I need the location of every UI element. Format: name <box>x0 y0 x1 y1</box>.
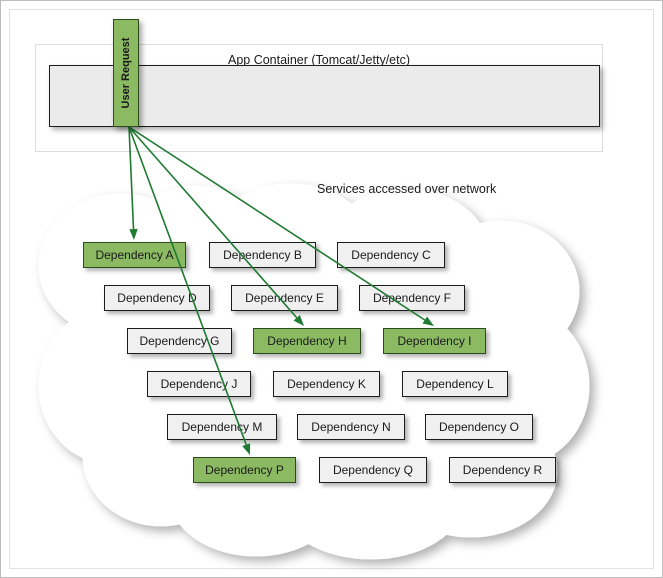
dependency-box-r[interactable]: Dependency R <box>449 457 556 483</box>
dependency-box-a[interactable]: Dependency A <box>83 242 186 268</box>
dependency-label: Dependency H <box>267 334 347 348</box>
dependency-label: Dependency F <box>372 291 452 305</box>
dependency-box-d[interactable]: Dependency D <box>104 285 210 311</box>
dependency-label: Dependency O <box>438 420 520 434</box>
dependency-box-h[interactable]: Dependency H <box>253 328 361 354</box>
dependency-label: Dependency A <box>95 248 174 262</box>
dependency-box-f[interactable]: Dependency F <box>359 285 465 311</box>
network-cloud-label: Services accessed over network <box>317 182 497 196</box>
dependency-box-p[interactable]: Dependency P <box>193 457 296 483</box>
dependency-label: Dependency E <box>245 291 324 305</box>
app-container-title: App Container (Tomcat/Jetty/etc) <box>227 53 411 67</box>
dependency-label: Dependency L <box>416 377 494 391</box>
dependency-box-b[interactable]: Dependency B <box>209 242 316 268</box>
dependency-label: Dependency G <box>139 334 220 348</box>
dependency-label: Dependency K <box>287 377 366 391</box>
dependency-label: Dependency N <box>311 420 391 434</box>
dependency-box-j[interactable]: Dependency J <box>147 371 251 397</box>
dependency-label: Dependency J <box>160 377 238 391</box>
dependency-box-m[interactable]: Dependency M <box>167 414 277 440</box>
dependency-label: Dependency D <box>117 291 197 305</box>
dependency-label: Dependency Q <box>332 463 414 477</box>
dependency-label: Dependency I <box>397 334 472 348</box>
user-request-label: User Request <box>120 37 132 109</box>
dependency-box-e[interactable]: Dependency E <box>231 285 338 311</box>
dependency-label: Dependency P <box>205 463 284 477</box>
user-request-box[interactable]: User Request <box>113 19 139 127</box>
dependency-box-i[interactable]: Dependency I <box>383 328 486 354</box>
dependency-label: Dependency R <box>462 463 543 477</box>
dependency-box-c[interactable]: Dependency C <box>337 242 445 268</box>
dependency-label: Dependency C <box>351 248 431 262</box>
dependency-box-o[interactable]: Dependency O <box>425 414 533 440</box>
dependency-box-k[interactable]: Dependency K <box>273 371 380 397</box>
dependency-box-n[interactable]: Dependency N <box>297 414 405 440</box>
dependency-label: Dependency B <box>223 248 302 262</box>
dependency-box-q[interactable]: Dependency Q <box>319 457 427 483</box>
dependency-box-l[interactable]: Dependency L <box>402 371 508 397</box>
app-container-body <box>49 65 600 127</box>
dependency-label: Dependency M <box>181 420 263 434</box>
dependency-box-g[interactable]: Dependency G <box>127 328 232 354</box>
